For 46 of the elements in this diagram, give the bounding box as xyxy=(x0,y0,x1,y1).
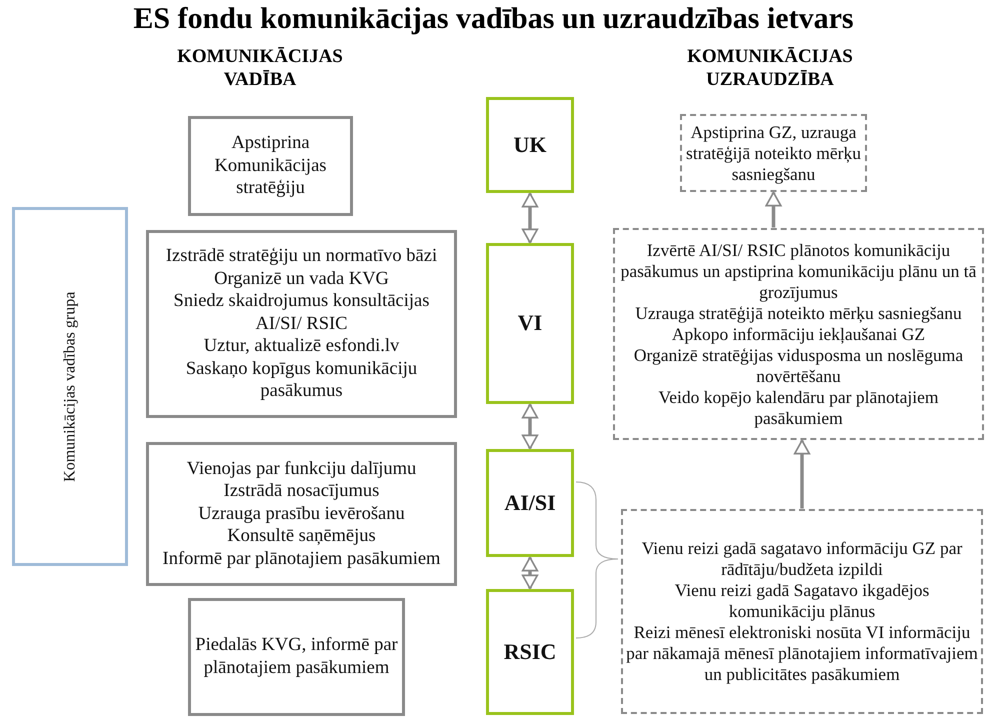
node-text: Piedalās KVG, informē par plānotajiem pasākumiem xyxy=(195,634,398,680)
node-text: Uzrauga stratēģijā noteikto mērķu sasniegšanu xyxy=(635,302,962,324)
title: ES fondu komunikācijas vadības un uzraudzības ietvars xyxy=(132,2,855,35)
node-text: Organizē un vada KVG xyxy=(214,268,389,290)
node-text: Uztur, aktualizē esfondi.lv xyxy=(204,335,400,358)
node-text: Konsultē saņēmējus xyxy=(227,525,376,548)
node-text: Reizi mēnesī elektroniski nosūta VI informāciju par nākamajā mēnesī plānotajiem informatīvajiem un publicitātes pasākumiem xyxy=(625,622,979,685)
node-text: Apkopo informāciju iekļaušanai GZ xyxy=(672,324,926,344)
column-heading: KOMUNIKĀCIJAS VADĪBA xyxy=(176,46,344,92)
node-text: Izvērtē AI/SI/ RSIC plānotos komunikāciju pasākumus un apstiprina komunikāciju plānu un tā grozījumus xyxy=(620,240,978,302)
task-box xyxy=(188,116,353,216)
node-text: Veido kopējo kalendāru par plānotajiem pasākumiem xyxy=(658,386,940,428)
level-label: RSIC xyxy=(504,638,556,666)
level-label: AI/SI xyxy=(504,490,556,516)
node-text: Saskaņo kopīgus komunikāciju pasākumus xyxy=(184,358,418,403)
level-box xyxy=(486,243,574,404)
level-box xyxy=(486,97,574,193)
node-text: Sniedz skaidrojumus konsultācijas AI/SI/ RSIC xyxy=(172,290,430,336)
node-text: Vienu reizi gadā Sagatavo ikgadējos komunikāciju plānus xyxy=(674,580,930,622)
column-heading: KOMUNIKĀCIJAS UZRAUDZĪBA xyxy=(686,46,854,92)
task-box xyxy=(188,598,405,716)
arrow xyxy=(522,556,538,590)
arrow xyxy=(794,440,810,508)
task-box xyxy=(146,442,457,586)
node-text: Izstrādē stratēģiju un normatīvo bāzi xyxy=(166,245,438,268)
task-box xyxy=(146,230,457,418)
level-box xyxy=(486,589,574,715)
level-label: VI xyxy=(518,310,542,337)
node-text: Izstrādā nosacījumus xyxy=(224,480,380,503)
node-text: Komunikācijas vadības grupa xyxy=(60,291,80,482)
level-box xyxy=(486,449,574,557)
group-box xyxy=(12,207,128,566)
node-text: Uzrauga prasību ievērošanu xyxy=(198,502,405,526)
arrow xyxy=(522,192,538,244)
monitoring-box xyxy=(613,228,984,440)
node-text: Vienu reizi gadā sagatavo informāciju GZ par rādītāju/budžeta izpildi xyxy=(640,538,964,580)
monitoring-box xyxy=(621,509,983,714)
level-label: UK xyxy=(514,132,546,158)
node-text: Vienojas par funkciju dalījumu xyxy=(186,458,416,480)
node-text: Organizē stratēģijas vidusposma un noslēguma novērtēšanu xyxy=(632,344,964,386)
node-text: Apstiprina Komunikācijas stratēģiju xyxy=(213,132,328,200)
arrow xyxy=(522,404,538,450)
monitoring-box xyxy=(680,114,867,192)
node-text: Informē par plānotajiem pasākumiem xyxy=(162,548,440,570)
arrow xyxy=(765,192,782,228)
node-text: Apstiprina GZ, uzrauga stratēģijā noteikto mērķu sasniegšanu xyxy=(685,122,862,184)
